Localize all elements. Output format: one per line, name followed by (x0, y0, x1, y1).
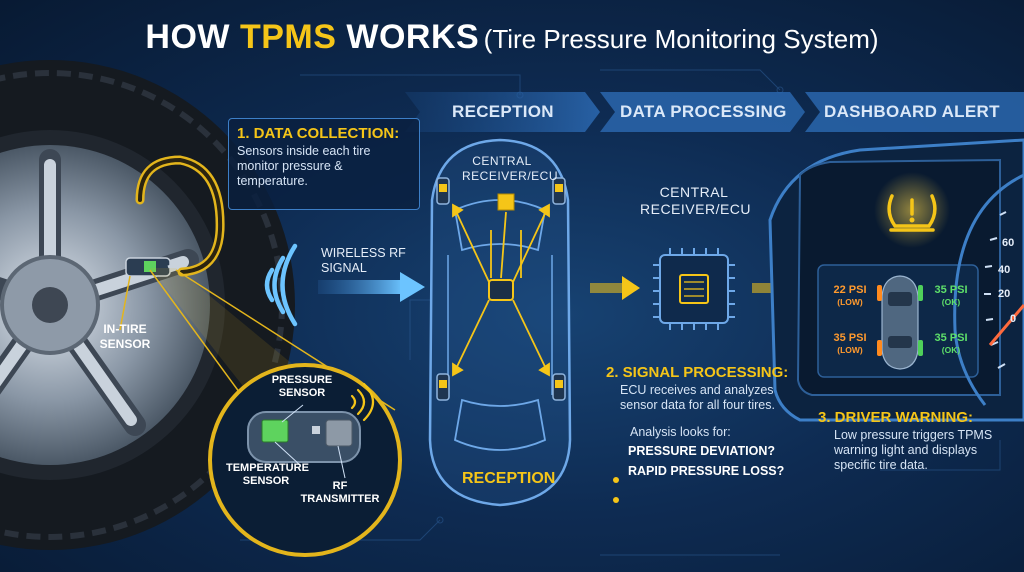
signal-processing-heading: 2. SIGNAL PROCESSING: (606, 364, 789, 381)
stage-banners (405, 92, 1024, 132)
driver-warning-section: 3. DRIVER WARNING: Low pressure triggers… (818, 409, 1008, 473)
dashboard-panel (768, 138, 1024, 422)
gauge-tick-40: 40 (998, 264, 1011, 276)
wireless-rf-label: WIRELESS RF SIGNAL (321, 246, 406, 275)
stage-label-reception: RECEPTION (452, 102, 554, 121)
gauge-tick-20: 20 (998, 288, 1011, 300)
pressure-sensor-label: PRESSURE SENSOR (271, 374, 333, 399)
bullet-dot (613, 477, 619, 483)
car-reception-label: RECEPTION (462, 470, 556, 487)
stage-label-dashboard-alert: DASHBOARD ALERT (824, 102, 1000, 121)
signal-processing-body: ECU receives and analyzes sensor data fo… (620, 383, 775, 412)
data-collection-body: Sensors inside each tire monitor pressur… (237, 144, 371, 188)
driver-warning-heading: 3. DRIVER WARNING: (818, 409, 974, 426)
page-title: HOW TPMS WORKS (Tire Pressure Monitoring… (0, 18, 1024, 57)
tire-reading-rear-right: 35 PSI (OK) (934, 332, 968, 355)
car-receiver-label: CENTRAL RECEIVER/ECU (462, 154, 559, 183)
gauge-tick-0: 0 (1010, 313, 1017, 325)
in-tire-sensor-label: IN-TIRE SENSOR (99, 322, 151, 351)
tire-reading-front-right: 35 PSI (OK) (934, 284, 968, 307)
stage-label-data-processing: DATA PROCESSING (620, 102, 787, 121)
analysis-item-rapid-loss: RAPID PRESSURE LOSS? (628, 464, 785, 478)
wireless-waves (264, 243, 298, 327)
data-collection-box: 1. DATA COLLECTION: Sensors inside each … (228, 118, 420, 210)
analysis-item-pressure-deviation: PRESSURE DEVIATION? (628, 444, 776, 458)
rf-signal-arrow (318, 272, 425, 302)
bullet-dot (613, 497, 619, 503)
temperature-sensor-label: TEMPERATURE SENSOR (226, 462, 309, 487)
title-tpms: TPMS (239, 18, 337, 56)
ecu-label: CENTRAL RECEIVER/ECU (640, 184, 752, 217)
car-diagram (428, 138, 572, 507)
tpms-warning-icon (887, 194, 937, 232)
ecu-chip (653, 248, 735, 330)
signal-processing-section: 2. SIGNAL PROCESSING: ECU receives and a… (606, 364, 806, 479)
data-collection-heading: 1. DATA COLLECTION: (237, 125, 400, 142)
analysis-looks-for: Analysis looks for: (630, 425, 731, 439)
tire-reading-front-left: 22 PSI (LOW) (833, 284, 867, 307)
tire-reading-rear-left: 35 PSI (LOW) (833, 332, 867, 355)
sensor-detail-zoom (149, 268, 402, 557)
driver-warning-body: Low pressure triggers TPMS warning light… (834, 428, 993, 472)
gauge-tick-60: 60 (1002, 237, 1015, 249)
title-subtitle: (Tire Pressure Monitoring System) (483, 24, 879, 54)
rf-transmitter-label: RF TRANSMITTER (300, 480, 380, 505)
title-works: WORKS (336, 18, 480, 56)
title-how: HOW (145, 18, 240, 56)
